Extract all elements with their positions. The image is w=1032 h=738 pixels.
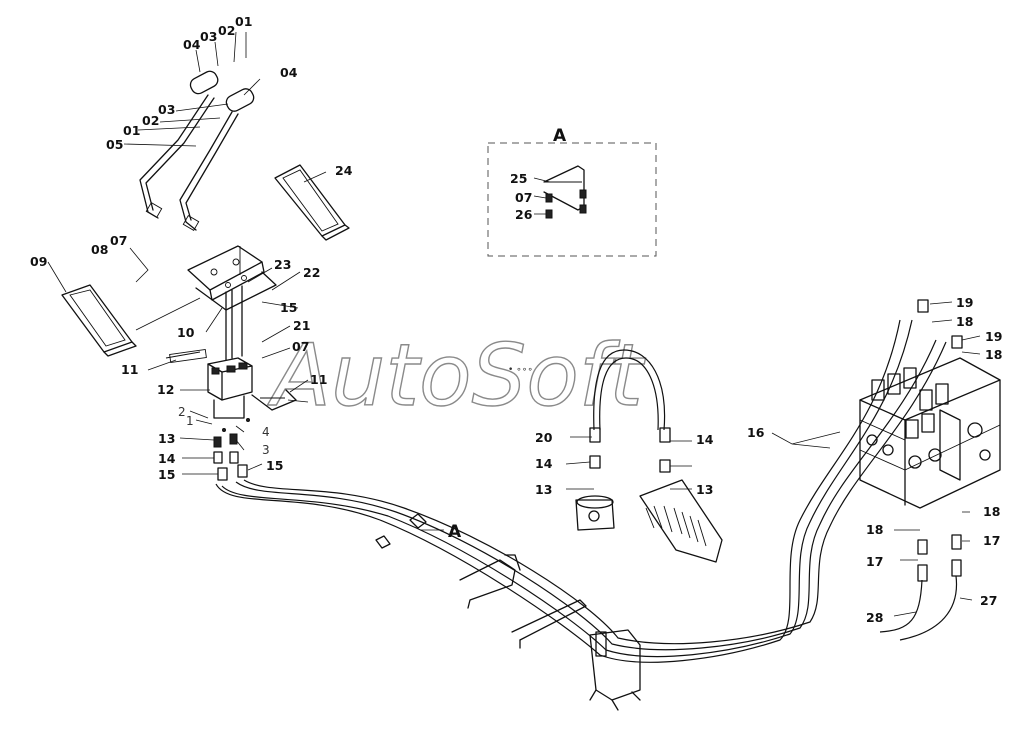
hose-bundle [215, 319, 947, 663]
handle-knob-lower [225, 88, 255, 112]
label-14: 14 [158, 451, 176, 466]
label-19: 19 [985, 329, 1002, 344]
label-23: 23 [274, 257, 291, 272]
label-1: 1 [186, 414, 194, 428]
label-26: 26 [515, 207, 533, 222]
lever-rod-right [179, 111, 233, 231]
label-13: 13 [158, 431, 175, 446]
label-01: 01 [123, 123, 140, 138]
label-11: 11 [310, 372, 327, 387]
label-09: 09 [30, 254, 47, 269]
watermark-text: AutoSoft [267, 326, 646, 426]
label-07: 07 [515, 190, 532, 205]
label-3: 3 [262, 443, 270, 457]
leader-lines [47, 31, 981, 617]
pedal-bracket [135, 245, 277, 331]
handle-assembly [139, 70, 255, 231]
label-04: 04 [183, 37, 201, 52]
label-02: 02 [218, 23, 235, 38]
label-27: 27 [980, 593, 997, 608]
label-14: 14 [535, 456, 553, 471]
detail-a-callout: A [448, 522, 462, 542]
label-18: 18 [985, 347, 1002, 362]
label-4: 4 [262, 425, 270, 439]
label-24: 24 [335, 163, 353, 178]
label-25: 25 [510, 171, 527, 186]
label-11: 11 [121, 362, 138, 377]
svg-text:• ∘∘∘: • ∘∘∘ [508, 365, 533, 375]
label-17: 17 [866, 554, 883, 569]
hose-brackets [375, 513, 641, 711]
handle-knob-upper [189, 70, 219, 95]
label-16: 16 [747, 425, 765, 440]
label-13: 13 [696, 482, 713, 497]
label-17: 17 [983, 533, 1000, 548]
label-19: 19 [956, 295, 973, 310]
label-20: 20 [535, 430, 553, 445]
label-03: 03 [200, 29, 217, 44]
label-18: 18 [983, 504, 1000, 519]
label-15: 15 [280, 300, 297, 315]
label-21: 21 [293, 318, 310, 333]
main-control-valve [859, 299, 1001, 641]
label-14: 14 [696, 432, 714, 447]
label-18: 18 [956, 314, 973, 329]
label-05: 05 [106, 137, 123, 152]
label-07: 07 [292, 339, 309, 354]
label-2: 2 [178, 405, 186, 419]
label-13: 13 [535, 482, 552, 497]
label-28: 28 [866, 610, 883, 625]
label-22: 22 [303, 265, 320, 280]
label-01: 01 [235, 14, 252, 29]
label-03: 03 [158, 102, 175, 117]
label-04: 04 [280, 65, 298, 80]
part-labels: 01 02 03 04 04 03 02 01 05 24 09 08 07 2… [30, 14, 1002, 625]
label-10: 10 [177, 325, 195, 340]
label-15: 15 [266, 458, 283, 473]
label-02: 02 [142, 113, 159, 128]
detail-a-title: A [553, 126, 567, 146]
label-07: 07 [110, 233, 127, 248]
detail-a-box [487, 142, 657, 257]
label-18: 18 [866, 522, 883, 537]
pedal-left [61, 284, 137, 357]
pedal-right [274, 164, 350, 241]
label-08: 08 [91, 242, 108, 257]
valve-fittings [213, 418, 250, 481]
pilot-valve-body [165, 285, 297, 419]
label-12: 12 [157, 382, 174, 397]
label-15: 15 [158, 467, 175, 482]
